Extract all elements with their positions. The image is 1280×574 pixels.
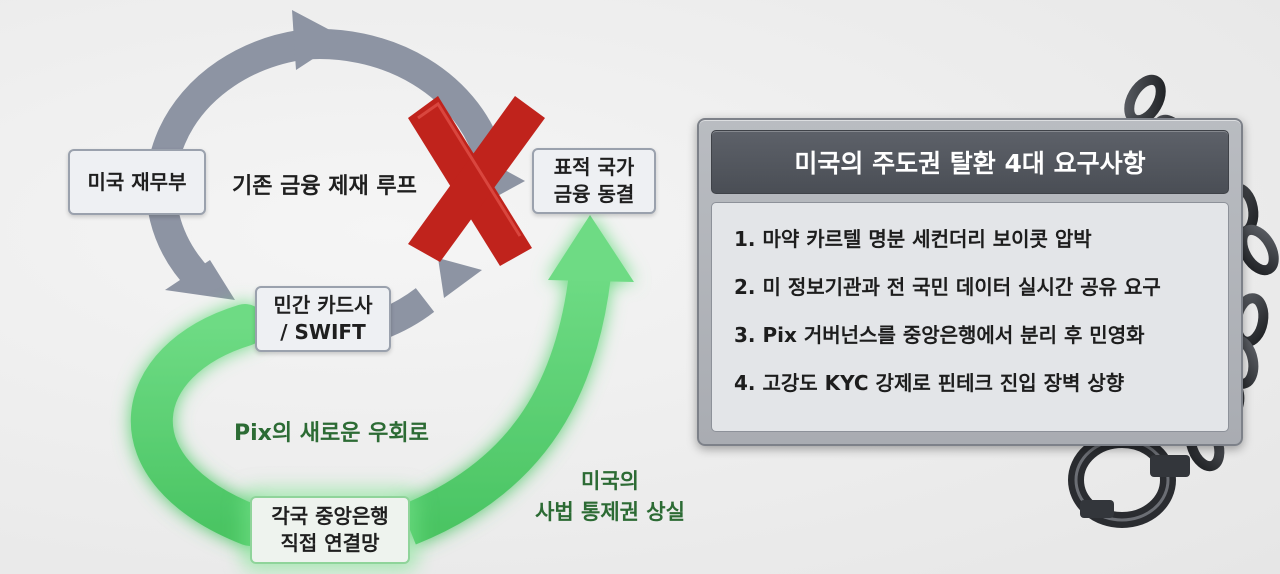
requirement-item: 4. 고강도 KYC 강제로 핀테크 진입 장벽 상향: [734, 371, 1125, 395]
loop-label: 기존 금융 제재 루프: [232, 174, 417, 199]
requirement-item: 2. 미 정보기관과 전 국민 데이터 실시간 공유 요구: [734, 275, 1161, 299]
node-central-bank-network: 각국 중앙은행 직접 연결망: [250, 496, 410, 564]
red-x-icon: [408, 96, 545, 266]
control-loss-label: 미국의 사법 통제권 상실: [505, 466, 715, 528]
control-loss-line-2: 사법 통제권 상실: [535, 500, 685, 524]
node-central-line-2: 직접 연결망: [280, 531, 380, 555]
pix-route-label: Pix의 새로운 우회로: [234, 421, 429, 446]
requirements-panel-title: 미국의 주도권 탈환 4대 요구사항: [711, 130, 1229, 194]
handcuff-icon: [1068, 432, 1190, 528]
green-arrow-icon: [130, 215, 634, 546]
node-target-freeze: 표적 국가 금융 동결: [532, 148, 656, 214]
node-central-line-1: 각국 중앙은행: [271, 504, 389, 528]
requirement-item: 3. Pix 거버넌스를 중앙은행에서 분리 후 민영화: [734, 323, 1145, 347]
node-private-card-swift: 민간 카드사 / SWIFT: [255, 286, 391, 352]
node-us-treasury: 미국 재무부: [68, 149, 206, 215]
requirements-panel: 미국의 주도권 탈환 4대 요구사항 1. 마약 카르텔 명분 세컨더리 보이콧…: [697, 118, 1243, 446]
node-target-line-2: 금융 동결: [553, 182, 635, 206]
control-loss-line-1: 미국의: [581, 469, 639, 493]
requirements-list: 1. 마약 카르텔 명분 세컨더리 보이콧 압박 2. 미 정보기관과 전 국민…: [711, 202, 1229, 432]
node-us-treasury-label: 미국 재무부: [87, 169, 187, 194]
node-private-line-2: / SWIFT: [280, 320, 366, 344]
requirement-item: 1. 마약 카르텔 명분 세컨더리 보이콧 압박: [734, 227, 1092, 251]
node-private-line-1: 민간 카드사: [273, 293, 373, 317]
node-target-line-1: 표적 국가: [553, 155, 635, 179]
